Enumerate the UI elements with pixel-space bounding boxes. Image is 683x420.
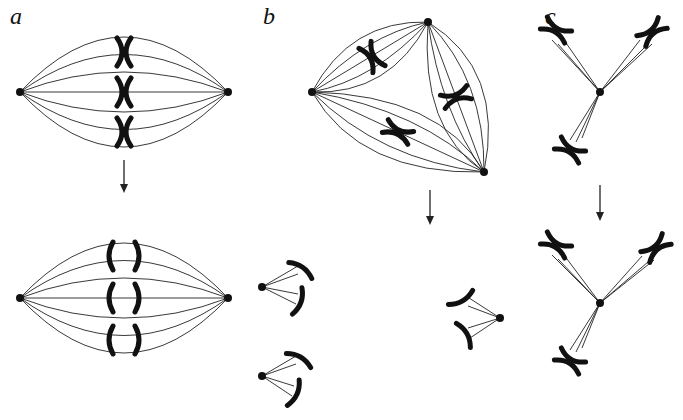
down-arrow bbox=[120, 160, 128, 193]
chromatid bbox=[456, 321, 473, 347]
chromosome bbox=[117, 118, 131, 146]
chromatid bbox=[289, 259, 314, 278]
chromosome bbox=[382, 120, 413, 145]
down-arrow bbox=[596, 185, 604, 221]
chromosome bbox=[359, 41, 385, 72]
chromosome bbox=[637, 18, 667, 47]
down-arrow bbox=[426, 190, 434, 225]
chromosome bbox=[440, 86, 471, 109]
tripolar-anaphase bbox=[258, 259, 504, 407]
chromosome bbox=[117, 38, 131, 66]
chromatid bbox=[109, 326, 113, 354]
monopolar-spindle bbox=[540, 232, 671, 374]
chromatid bbox=[287, 380, 302, 407]
chromosome bbox=[641, 234, 671, 263]
bipolar-spindle bbox=[16, 242, 232, 354]
chromatid bbox=[448, 290, 474, 307]
bipolar-spindle bbox=[16, 37, 232, 147]
chromatid bbox=[292, 288, 305, 316]
chromatid bbox=[135, 326, 139, 354]
chromosome bbox=[117, 78, 131, 106]
chromatid bbox=[109, 242, 113, 270]
panel-letter: b bbox=[263, 4, 275, 28]
monopolar-spindle bbox=[540, 17, 667, 163]
tripolar-spindle bbox=[308, 18, 489, 176]
chromosome bbox=[554, 348, 585, 374]
chromatid bbox=[135, 242, 139, 270]
chromatid bbox=[135, 284, 139, 312]
chromatid bbox=[109, 284, 113, 312]
chromatid bbox=[286, 350, 312, 367]
panel-letter: c bbox=[545, 4, 556, 28]
chromosome bbox=[540, 232, 571, 258]
chromosome bbox=[554, 137, 585, 163]
panel-letter: a bbox=[10, 4, 22, 28]
